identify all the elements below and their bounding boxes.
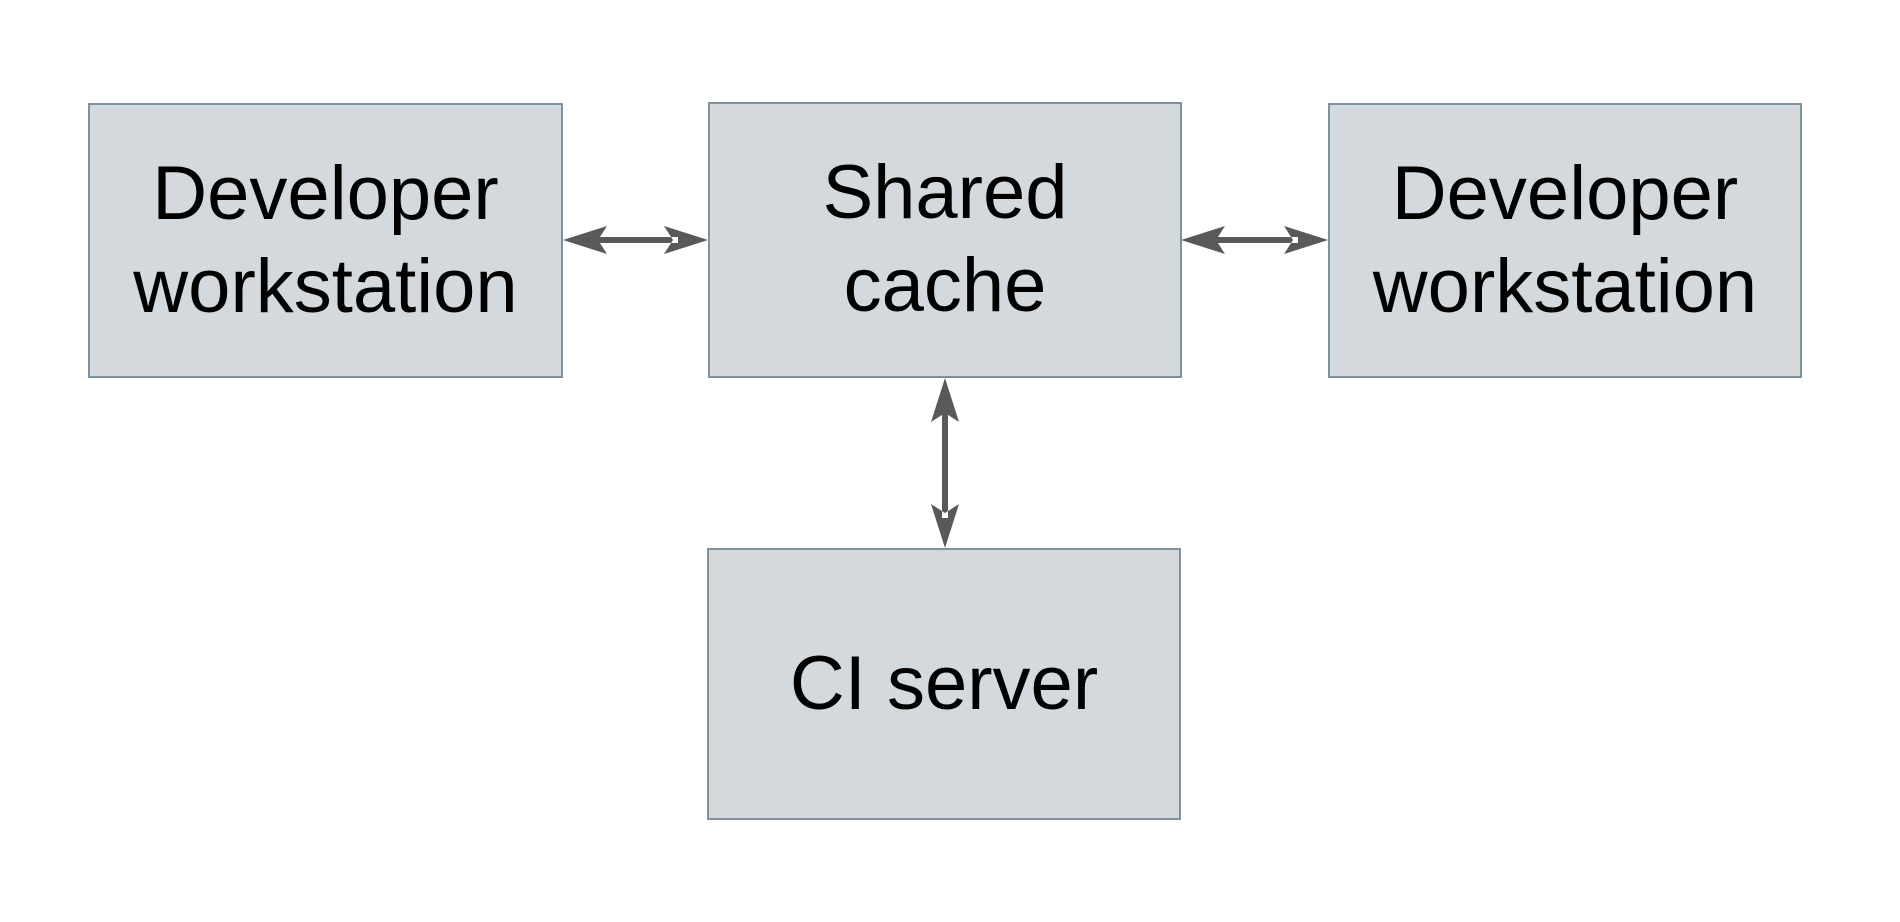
node-label-shared-cache: Shared cache: [822, 150, 1068, 328]
node-label-ci-server: CI server: [789, 640, 1099, 726]
node-label-developer-workstation-left: Developer workstation: [133, 150, 518, 329]
double-arrow-left-workstation-to-shared-cache: [563, 226, 708, 254]
node-label-developer-workstation-right: Developer workstation: [1372, 150, 1758, 329]
node-developer-workstation-right: Developer workstation: [1328, 103, 1802, 378]
node-shared-cache: Shared cache: [708, 102, 1182, 378]
arrow-path: [1181, 226, 1328, 254]
double-arrow-shared-cache-to-ci-server: [931, 378, 959, 548]
node-ci-server: CI server: [707, 548, 1181, 820]
double-arrow-shared-cache-to-right-workstation: [1181, 226, 1328, 254]
arrow-path: [563, 226, 708, 254]
node-developer-workstation-left: Developer workstation: [88, 103, 563, 378]
arrow-path: [931, 378, 959, 548]
